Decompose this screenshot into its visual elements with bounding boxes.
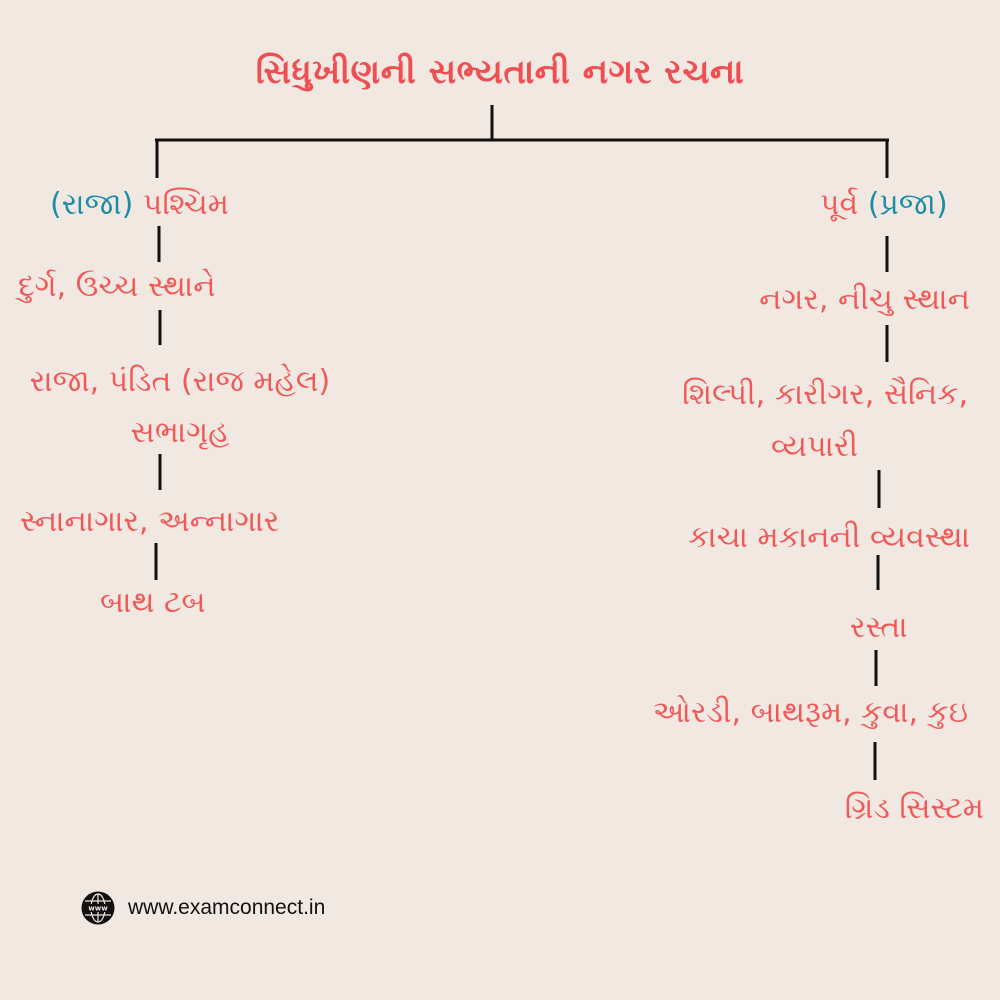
east-heading-label: પૂર્વ xyxy=(820,187,859,222)
east-item-traders: વ્યપારી xyxy=(771,429,858,464)
east-heading-paren: (પ્રજા) xyxy=(867,187,948,222)
west-heading: (રાજા) પશ્ચિમ xyxy=(50,180,229,230)
west-item-king-pundit: રાજા, પંડિત (રાજ મહેલ) xyxy=(29,364,331,399)
east-item-grid-system: ગ્રિડ સિસ્ટમ xyxy=(844,791,984,826)
footer: www www.examconnect.in xyxy=(80,888,325,928)
east-item-roads: રસ્તા xyxy=(850,610,908,645)
east-heading: પૂર્વ (પ્રજા) xyxy=(820,180,948,230)
east-item-houses: કાચા મકાનની વ્યવસ્થા xyxy=(688,520,970,555)
east-item-town: નગર, નીચુ સ્થાન xyxy=(759,282,970,317)
west-item-fort: દુર્ગ, ઉચ્ચ સ્થાને xyxy=(18,269,216,304)
website-url[interactable]: www.examconnect.in xyxy=(128,896,326,919)
west-heading-paren: (રાજા) xyxy=(50,187,134,222)
east-item-rooms-wells: ઓરડી, બાથરૂમ, કુવા, કુઇ xyxy=(652,695,968,730)
globe-www-icon: www xyxy=(81,891,115,925)
east-item-artisans: શિલ્પી, કારીગર, સૈનિક, xyxy=(682,377,968,412)
west-heading-label: પશ્ચિમ xyxy=(142,187,229,222)
svg-text:www: www xyxy=(88,905,108,913)
west-item-assembly-hall: સભાગૃહ xyxy=(130,415,230,450)
west-item-bath-granary: સ્નાનાગાર, અન્નાગાર xyxy=(20,504,280,539)
diagram-title: સિધુખીણની સભ્યતાની નગર રચના xyxy=(255,52,745,92)
west-item-bath-tub: બાથ ટબ xyxy=(100,585,206,620)
